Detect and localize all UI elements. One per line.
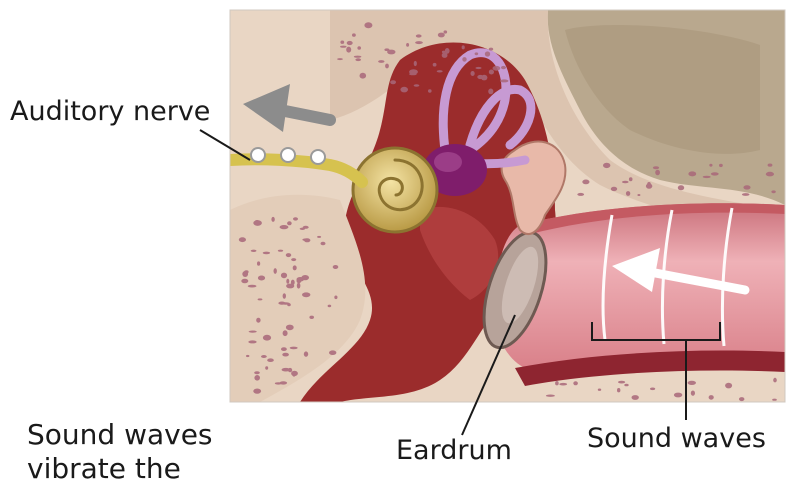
eardrum-label: Eardrum <box>396 437 512 464</box>
ear-anatomy-diagram <box>0 0 787 472</box>
illustration-panel <box>230 10 785 402</box>
cochlea <box>353 148 437 232</box>
caption-text: Sound waves vibrate the <box>27 418 213 486</box>
auditory-nerve-label: Auditory nerve <box>10 98 210 125</box>
sound-waves-label: Sound waves <box>587 425 766 452</box>
nerve-signal-dots <box>251 148 325 164</box>
